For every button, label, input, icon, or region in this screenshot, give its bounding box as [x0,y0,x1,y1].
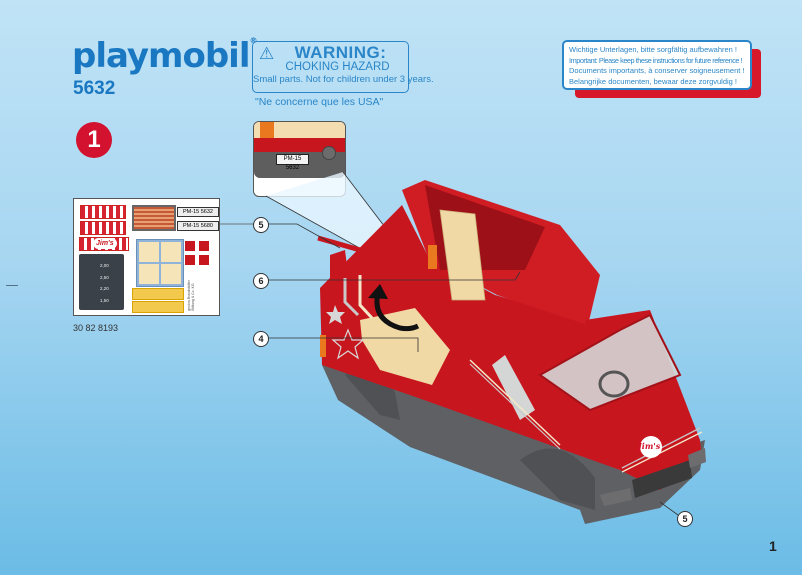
warning-title: WARNING: [294,43,387,62]
notice-line-en: Important: Please keep these instruction… [569,55,743,65]
usa-note: "Ne concerne que les USA" [255,96,384,108]
meal-strip-sticker [132,301,184,313]
inset-plate: PM-15 5632 [276,154,309,171]
box-sticker [199,255,209,265]
choking-hazard-warning: ⚠ WARNING: CHOKING HAZARD Small parts. N… [252,41,434,93]
sticker-part-number: 30 82 8193 [73,323,119,333]
warning-triangle-icon: ⚠ [259,44,275,63]
notice-line-de: Wichtige Unterlagen, bitte sorgfältig au… [569,45,738,54]
box-sticker [185,255,195,265]
notice-line-fr: Documents importants, à conserver soigne… [569,66,745,75]
awning-sticker [80,205,126,219]
menu-board-sticker: 2,00 2,50 2,20 1,50 [79,254,124,310]
playmobil-logo: playmobil® [72,36,258,76]
meal-strip-sticker [132,288,184,300]
box-sticker [185,241,195,251]
sticker-sheet: Jim's 2,00 2,50 2,20 1,50 PM-15 5632 PM-… [73,198,220,316]
plate-sticker: PM-15 5632 [177,207,219,217]
step-number-badge: 1 [76,122,112,158]
notice-line-nl: Belangrijke documenten, bewaar deze zorg… [569,76,738,86]
page-number: 1 [769,538,777,554]
grill-sticker [132,205,176,231]
plate-detail-inset: PM-15 5632 [253,121,346,197]
awning-sticker [80,221,126,235]
jims-banner-sticker: Jim's [79,237,129,251]
callout-4: 4 [253,331,269,347]
food-menu-sticker [136,239,184,287]
callout-5-rear: 5 [253,217,269,233]
model-number: 5632 [73,78,116,99]
warning-subtitle: CHOKING HAZARD [285,61,390,73]
van-logo: Jim's [638,441,661,451]
keep-instructions-notice: Wichtige Unterlagen, bitte sorgfältig au… [562,40,752,90]
warning-detail: Small parts. Not for children under 3 ye… [253,74,434,85]
margin-mark [6,285,18,286]
box-sticker [199,241,209,251]
callout-6: 6 [253,273,269,289]
plate-sticker: PM-15 5680 [177,221,219,231]
callout-5-front: 5 [677,511,693,527]
